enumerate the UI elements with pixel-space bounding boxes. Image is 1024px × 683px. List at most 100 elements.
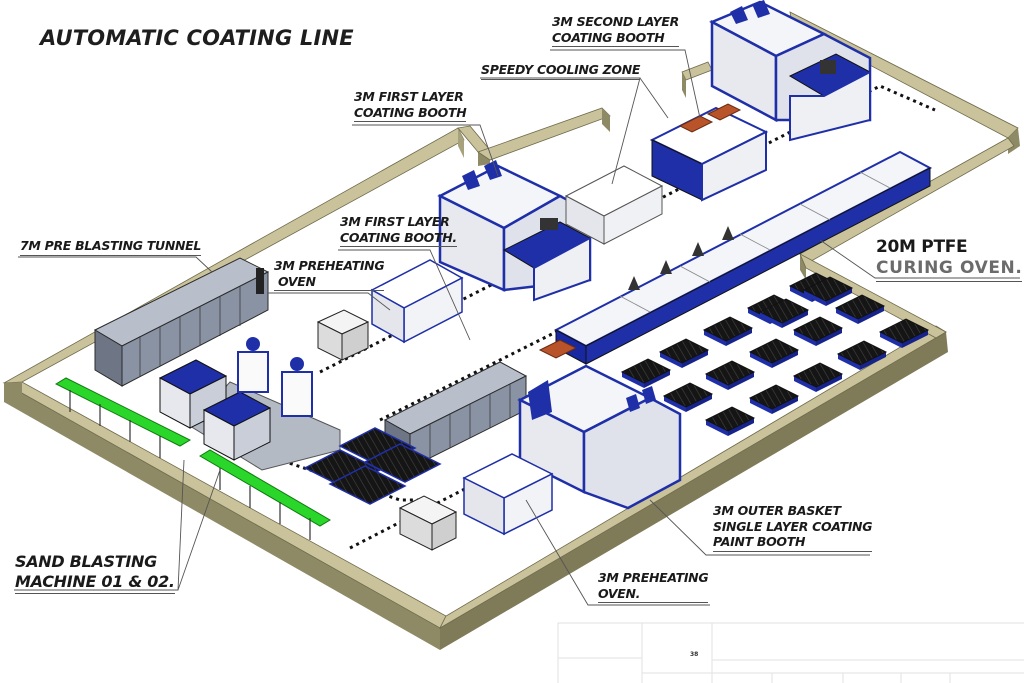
- label-ptfe-curing-oven: 20M PTFE CURING OVEN.: [876, 237, 1023, 282]
- label-pre-blasting-tunnel: 7M PRE BLASTING TUNNEL: [20, 238, 201, 256]
- wall-notch-a: [458, 128, 464, 158]
- leader-sand-blasting: [14, 459, 221, 591]
- label-first-layer-booth-mid: 3M FIRST LAYER COATING BOOTH.: [340, 214, 457, 248]
- drawing-title: AUTOMATIC COATING LINE: [40, 26, 354, 50]
- basket-tray-side: [794, 330, 816, 346]
- label-line: OVEN.: [598, 586, 709, 604]
- pre-blasting-tunnel: [93, 257, 270, 387]
- wall-right-inner-face: [800, 254, 806, 280]
- label-line: 20M PTFE: [876, 237, 968, 257]
- basket-tray-side: [858, 306, 884, 324]
- label-outer-basket-booth: 3M OUTER BASKET SINGLE LAYER COATING PAI…: [713, 503, 872, 552]
- sheet-number: 38: [690, 651, 699, 658]
- basket-tray-side: [836, 308, 858, 324]
- label-line: 3M PREHEATING: [598, 570, 709, 585]
- label-preheating-oven-bottom: 3M PREHEATING OVEN.: [598, 570, 709, 604]
- basket-tray-side: [750, 398, 772, 414]
- basket-tray-side: [706, 420, 728, 436]
- basket-tray-side: [794, 376, 816, 392]
- leader-outer-basket: [649, 499, 870, 556]
- basket-tray: [620, 358, 672, 384]
- basket-tray-side: [750, 352, 772, 368]
- leader-ptfe: [819, 239, 1020, 279]
- basket-tray: [748, 338, 800, 364]
- basket-tray-side: [728, 418, 754, 436]
- sand-blasting-machines: [158, 337, 341, 471]
- label-line: SPEEDY COOLING ZONE: [481, 62, 640, 80]
- basket-tray-side: [644, 370, 670, 388]
- outer-basket-paint-booth: [517, 364, 682, 510]
- basket-tray-side: [902, 330, 928, 348]
- basket-tray: [702, 316, 754, 342]
- orange-crate: [678, 115, 714, 133]
- basket-tray-side: [682, 350, 708, 368]
- basket-tray-side: [664, 396, 686, 412]
- leader-tunnel: [18, 256, 213, 273]
- orange-crate: [538, 339, 578, 359]
- leader-first-booth-top: [352, 124, 499, 177]
- basket-tray: [748, 384, 800, 410]
- label-line: COATING BOOTH: [552, 30, 679, 48]
- label-line: 3M FIRST LAYER: [354, 89, 464, 104]
- wall-right-lower-top: [799, 253, 947, 339]
- basket-tray-side: [760, 312, 782, 328]
- green-infeed-conveyors: [54, 377, 331, 540]
- label-line: 3M SECOND LAYER: [552, 14, 679, 29]
- basket-tray-side: [880, 332, 902, 348]
- basket-tray-side: [728, 372, 754, 390]
- label-line: 3M FIRST LAYER: [340, 214, 450, 229]
- basket-tray-side: [748, 308, 770, 324]
- leader-preheat-bottom: [525, 499, 710, 606]
- basket-tray-side: [726, 328, 752, 346]
- basket-tray-side: [660, 352, 682, 368]
- label-second-layer-booth: 3M SECOND LAYER COATING BOOTH: [552, 14, 679, 48]
- wall-front-left: [4, 383, 440, 650]
- leader-preheat-top: [268, 292, 391, 311]
- leader-cooling: [480, 77, 669, 185]
- basket-tray: [758, 298, 810, 324]
- label-first-layer-booth-top: 3M FIRST LAYER COATING BOOTH: [354, 89, 467, 123]
- label-line: OVEN: [274, 274, 385, 292]
- basket-tray-side: [838, 354, 860, 370]
- label-line: 7M PRE BLASTING TUNNEL: [20, 238, 201, 256]
- basket-tray-side: [686, 394, 712, 412]
- leader-second-booth: [550, 49, 701, 119]
- basket-storage-area: [620, 272, 930, 436]
- basket-tray-side: [706, 374, 728, 390]
- label-cooling-zone: SPEEDY COOLING ZONE: [481, 62, 640, 80]
- speedy-cooling-zone: [564, 165, 664, 245]
- basket-tray: [802, 276, 854, 302]
- basket-tray-side: [816, 328, 842, 346]
- label-line: 3M OUTER BASKET: [713, 503, 841, 518]
- basket-tray-side: [804, 290, 826, 306]
- basket-tray: [792, 362, 844, 388]
- label-line: COATING BOOTH: [354, 105, 467, 123]
- leader-lines: [14, 49, 1020, 606]
- basket-tray-side: [704, 330, 726, 346]
- basket-tray-side: [816, 374, 842, 392]
- orange-crate: [706, 103, 742, 121]
- wall-front-right: [440, 332, 948, 650]
- wall-right-bottom-top: [439, 325, 947, 630]
- basket-tray: [792, 316, 844, 342]
- basket-tray: [836, 340, 888, 366]
- basket-tray-side: [782, 310, 808, 328]
- label-line: SINGLE LAYER COATING: [713, 518, 873, 534]
- label-line: COATING BOOTH.: [340, 230, 457, 248]
- sand-blasting-machine-01: [158, 359, 228, 429]
- wall-upper-middle-face: [602, 108, 610, 132]
- title-block: [557, 622, 1024, 683]
- basket-tray-side: [826, 288, 852, 306]
- leader-first-booth-mid: [338, 249, 471, 341]
- basket-tray-side: [772, 396, 798, 414]
- basket-tray: [658, 338, 710, 364]
- basket-tray-side: [790, 286, 812, 302]
- basket-tray-side: [860, 352, 886, 370]
- basket-tray: [704, 360, 756, 386]
- staging-racks: [303, 427, 442, 505]
- ptfe-curing-oven: [538, 150, 933, 365]
- label-line: MACHINE 01 & 02.: [15, 572, 175, 594]
- wall-top-short-face: [682, 72, 686, 98]
- basket-tray: [878, 318, 930, 344]
- basket-tray: [662, 382, 714, 408]
